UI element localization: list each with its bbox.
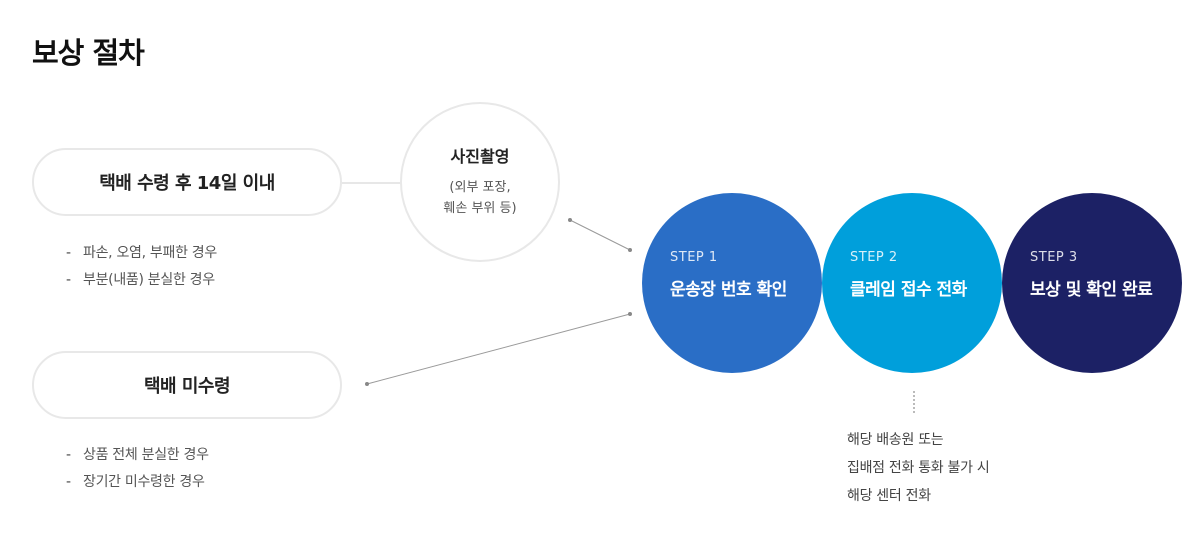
list-item: -상품 전체 분실한 경우 <box>66 442 209 469</box>
list-item: -장기간 미수령한 경우 <box>66 469 209 496</box>
pill2-to-step1-line <box>366 313 631 385</box>
step-number: STEP 2 <box>850 250 898 265</box>
photo-detail-line: (외부 포장, <box>449 180 511 195</box>
note-line: 해당 배송원 또는 <box>847 432 944 448</box>
photo-to-step1-dot-start <box>568 218 572 222</box>
note-line: 해당 센터 전화 <box>847 488 931 504</box>
step-1-circle: STEP 1 운송장 번호 확인 <box>642 193 822 373</box>
photo-title: 사진촬영 <box>450 147 510 166</box>
photo-step-circle: 사진촬영 (외부 포장, 훼손 부위 등) <box>400 102 560 262</box>
step-number: STEP 1 <box>670 250 718 265</box>
pill2-to-step1-dot-end <box>628 312 632 316</box>
case-within-14-days-bullets: -파손, 오염, 부패한 경우 -부분(내품) 분실한 경우 <box>66 240 217 294</box>
bullet-text: 파손, 오염, 부패한 경우 <box>83 245 217 261</box>
step-number: STEP 3 <box>1030 250 1078 265</box>
step-label: 클레임 접수 전화 <box>850 280 967 300</box>
photo-to-step1-line <box>569 219 631 251</box>
page-title: 보상 절차 <box>32 36 145 70</box>
bullet-marker: - <box>66 245 71 261</box>
bullet-text: 장기간 미수령한 경우 <box>83 474 205 490</box>
step-label: 보상 및 확인 완료 <box>1030 280 1153 300</box>
step-3-circle: STEP 3 보상 및 확인 완료 <box>1002 193 1182 373</box>
step-label: 운송장 번호 확인 <box>670 280 787 300</box>
case-within-14-days: 택배 수령 후 14일 이내 <box>32 148 342 216</box>
photo-detail-line: 훼손 부위 등) <box>443 201 517 216</box>
bullet-marker: - <box>66 474 71 490</box>
step-2-note: 해당 배송원 또는 집배점 전화 통화 불가 시 해당 센터 전화 <box>847 426 990 510</box>
pill2-to-step1-dot-start <box>365 382 369 386</box>
bullet-text: 부분(내품) 분실한 경우 <box>83 272 215 288</box>
case-not-received: 택배 미수령 <box>32 351 342 419</box>
bullet-marker: - <box>66 272 71 288</box>
bullet-text: 상품 전체 분실한 경우 <box>83 447 209 463</box>
photo-to-step1-dot-end <box>628 248 632 252</box>
dotted-connector <box>913 391 915 413</box>
case-label: 택배 수령 후 14일 이내 <box>99 173 275 194</box>
bullet-marker: - <box>66 447 71 463</box>
step-2-circle: STEP 2 클레임 접수 전화 <box>822 193 1002 373</box>
case-not-received-bullets: -상품 전체 분실한 경우 -장기간 미수령한 경우 <box>66 442 209 496</box>
case-label: 택배 미수령 <box>143 376 231 397</box>
note-line: 집배점 전화 통화 불가 시 <box>847 460 990 476</box>
list-item: -파손, 오염, 부패한 경우 <box>66 240 217 267</box>
list-item: -부분(내품) 분실한 경우 <box>66 267 217 294</box>
